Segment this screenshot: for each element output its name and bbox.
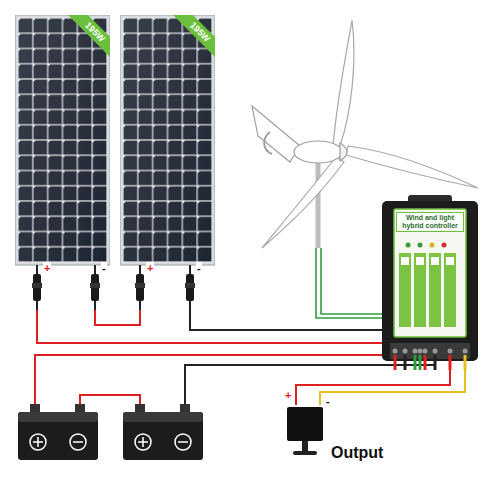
plus-symbol (138, 437, 148, 447)
plus-symbol (30, 434, 46, 450)
mc4-connector (90, 283, 100, 288)
battery-link-wire (80, 395, 140, 405)
turbine-blade (333, 20, 354, 146)
polarity-sign: - (196, 262, 202, 274)
power-wire (190, 310, 405, 370)
polarity-sign: + (43, 262, 51, 274)
battery-body (123, 412, 203, 460)
turbine-blade (346, 146, 478, 188)
battery-wire (35, 355, 425, 405)
panel-frame (120, 15, 215, 265)
wattage-ribbon: 195W (172, 15, 215, 60)
solar-panel (15, 15, 110, 310)
tail-vane (252, 106, 300, 162)
output-load: Output (285, 405, 395, 467)
panel-cable (189, 300, 191, 310)
polarity-sign: + (284, 389, 292, 401)
panel-cable (36, 300, 38, 310)
panel-frame (15, 15, 110, 265)
plus-symbol (33, 437, 43, 447)
panel-cable (94, 265, 96, 275)
battery-lid (123, 412, 203, 422)
minus-symbol (73, 441, 83, 443)
solar-panel: 195W (15, 15, 110, 310)
battery-terminal (75, 404, 85, 413)
mc4-connector (185, 283, 195, 288)
mc4-connector (135, 283, 145, 288)
tail-hook (264, 132, 272, 154)
panel-sheen (18, 18, 107, 262)
ribbon-clip: 195W (120, 15, 215, 265)
mc4-connector (186, 274, 194, 301)
polarity-sign: + (146, 262, 154, 274)
panel-cable (189, 265, 191, 275)
wattage-ribbon: 195W (67, 15, 110, 60)
panel-cable (139, 300, 141, 310)
mc4-connector (91, 274, 99, 301)
mc4-connector (33, 274, 41, 301)
mc4-connector (32, 283, 42, 288)
turbine-hub (340, 143, 347, 161)
load-device (285, 405, 329, 467)
battery (123, 404, 203, 460)
hybrid-controller: Wind and light hybrid controller (378, 195, 482, 370)
mc4-connector (136, 274, 144, 301)
battery-terminal (135, 404, 145, 413)
ribbon-clip: 195W (15, 15, 110, 265)
turbine-pole (316, 160, 321, 248)
turbine-blade (262, 157, 344, 248)
panel-cable (94, 300, 96, 310)
battery-lid (18, 412, 98, 422)
plus-symbol (135, 434, 151, 450)
wind-turbine (252, 20, 478, 248)
battery (18, 404, 98, 460)
panel-cable (36, 265, 38, 275)
panel-cable (139, 265, 141, 275)
minus-symbol (70, 434, 86, 450)
battery-terminal (30, 404, 40, 413)
battery-terminal (180, 404, 190, 413)
power-wire (95, 310, 140, 325)
turbine-wire (321, 248, 420, 370)
output-label: Output (331, 444, 383, 462)
controller-label: Wind and light hybrid controller (396, 212, 464, 232)
polarity-sign: - (325, 395, 331, 407)
minus-symbol (175, 434, 191, 450)
polarity-sign: - (101, 262, 107, 274)
panel-cells (123, 18, 212, 262)
turbine-nacelle (294, 141, 342, 163)
power-wire (320, 370, 465, 405)
power-wire (37, 310, 395, 370)
panel-cells (18, 18, 107, 262)
minus-symbol (178, 441, 188, 443)
battery-body (18, 412, 98, 460)
panel-sheen (123, 18, 212, 262)
